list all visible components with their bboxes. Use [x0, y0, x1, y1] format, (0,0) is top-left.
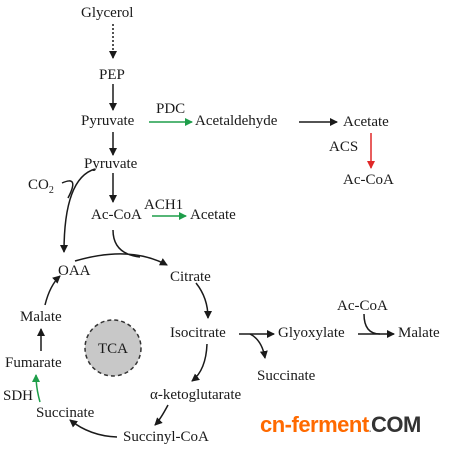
node-pyruvate-2: Pyruvate: [84, 156, 138, 172]
node-co2: CO2: [28, 178, 54, 196]
node-succinate-tca: Succinate: [36, 405, 95, 421]
arrow-isocitrate-succinate: [249, 333, 268, 359]
watermark-tld: COM: [370, 412, 421, 437]
node-alpha-ketoglutarate: α-ketoglutarate: [150, 387, 242, 403]
node-isocitrate: Isocitrate: [170, 325, 226, 341]
arrow-pyruvate-oaa: [60, 168, 96, 253]
node-malate-1: Malate: [20, 309, 62, 325]
node-acetaldehyde: Acetaldehyde: [195, 113, 278, 129]
node-pyruvate-1: Pyruvate: [81, 113, 135, 129]
tca-cycle-circle: [84, 319, 142, 377]
tca-label: TCA: [98, 341, 128, 357]
watermark-dot: .: [368, 424, 372, 435]
node-acetate-1: Acetate: [343, 114, 389, 130]
co2-input-curve: [61, 180, 74, 199]
co2-base: CO: [28, 177, 49, 193]
arrow-malate-oaa: [44, 275, 61, 306]
arrow-akg-succinylcoa: [154, 404, 169, 426]
node-oaa: OAA: [58, 263, 91, 279]
enzyme-pdc: PDC: [156, 101, 186, 117]
watermark: cn-ferment.COM: [260, 412, 421, 438]
enzyme-ach1: ACH1: [144, 197, 184, 213]
node-fumarate: Fumarate: [5, 355, 62, 371]
node-citrate: Citrate: [170, 269, 211, 285]
arrow-citrate-isocitrate: [195, 282, 212, 319]
node-succinyl-coa: Succinyl-CoA: [123, 429, 209, 445]
node-accoa-1: Ac-CoA: [91, 207, 142, 223]
node-succinate-glyoxylate: Succinate: [257, 368, 316, 384]
watermark-brand: cn-ferment: [260, 412, 369, 437]
node-pep: PEP: [99, 67, 125, 83]
arrow-succinate-fumarate: [32, 374, 41, 403]
arrow-accoa-citrate: [112, 229, 141, 258]
node-accoa-acs: Ac-CoA: [343, 172, 394, 188]
enzyme-acs: ACS: [329, 139, 359, 155]
arrow-isocitrate-akg: [191, 343, 208, 382]
node-malate-2: Malate: [398, 325, 440, 341]
enzyme-sdh: SDH: [3, 388, 34, 404]
arrow-oaa-citrate: [74, 253, 168, 266]
node-acetate-2: Acetate: [190, 207, 236, 223]
accoa-input-curve: [363, 313, 381, 335]
node-glyoxylate: Glyoxylate: [278, 325, 345, 341]
arrow-succinylcoa-succinate: [69, 419, 118, 438]
co2-subscript: 2: [48, 185, 54, 196]
node-accoa-2: Ac-CoA: [337, 298, 388, 314]
node-glycerol: Glycerol: [81, 5, 134, 21]
